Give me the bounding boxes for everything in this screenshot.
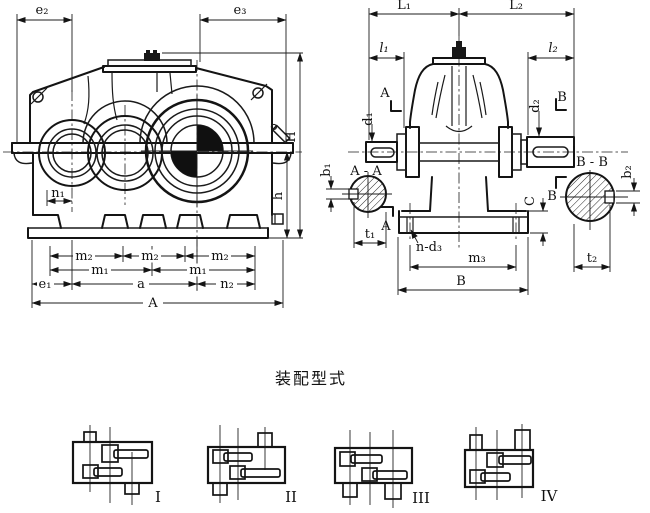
dim-n1: n₁ (51, 186, 65, 201)
assembly-caption: 装配型式 (275, 369, 347, 388)
dim-d1: d₁ (361, 112, 376, 126)
eye-bolt-right (250, 83, 268, 101)
variant-iii: III (333, 430, 430, 508)
side-housing (396, 41, 529, 241)
dim-b2: b₂ (620, 165, 635, 179)
bore-large (141, 95, 253, 207)
dim-m2-3: m₂ (211, 249, 229, 264)
dim-t2: t₂ (587, 251, 597, 266)
variant-label-1: I (155, 488, 161, 506)
dim-e1: e₁ (39, 277, 52, 292)
variant-ii: II (206, 425, 297, 506)
dim-l2: l₂ (548, 41, 557, 56)
dim-n2: n₂ (220, 277, 234, 292)
section-mark-B-bottom: B (547, 189, 557, 204)
dim-C: C (523, 196, 538, 206)
dim-a: a (137, 277, 145, 292)
dim-m2-1: m₂ (75, 249, 93, 264)
front-view: e₂ e₃ H h n₁ (3, 3, 304, 311)
dim-m1-1: m₁ (91, 263, 109, 278)
output-shaft (526, 136, 575, 168)
dim-nd3: n-d₃ (416, 240, 442, 255)
dim-e2: e₂ (36, 3, 49, 18)
dim-h: h (271, 191, 286, 200)
section-circle-BB: B - B B b₂ t₂ (547, 155, 640, 272)
dim-m1-2: m₁ (189, 263, 207, 278)
oil-gauge (270, 123, 291, 144)
dim-d2: d₂ (528, 99, 543, 113)
side-breather-plug (452, 41, 466, 57)
dim-A: A (147, 296, 158, 311)
variant-i: I (71, 425, 161, 506)
dim-L2: L₂ (509, 0, 523, 13)
side-dimensions: L₁ L₂ l₁ l₂ A A d₁ B d₂ (361, 0, 575, 295)
dim-l1: l₁ (379, 41, 388, 56)
section-mark-A-top: A (379, 86, 390, 101)
section-label-BB: B - B (576, 155, 608, 170)
dim-H: H (284, 131, 299, 142)
variant-label-4: IV (541, 487, 559, 505)
dim-t1: t₁ (365, 227, 375, 242)
front-dimensions: e₂ e₃ H h n₁ (16, 3, 304, 311)
drain-plug (271, 213, 284, 225)
input-shaft (365, 141, 398, 163)
dim-m3: m₃ (468, 251, 486, 266)
dim-m2-2: m₂ (141, 249, 159, 264)
side-view: L₁ L₂ l₁ l₂ A A d₁ B d₂ (319, 0, 640, 295)
dim-B: B (456, 274, 466, 289)
section-label-AA: A - A (349, 164, 382, 179)
variant-label-3: III (412, 489, 430, 507)
front-housing-upper (29, 50, 273, 144)
front-bores (38, 95, 253, 207)
variant-label-2: II (285, 488, 297, 506)
dim-L1: L₁ (397, 0, 411, 13)
assembly-section: 装配型式 I II (71, 369, 559, 508)
section-circle-AA: A - A b₁ t₁ (319, 163, 392, 248)
dim-b1: b₁ (319, 163, 334, 177)
variant-iv: IV (463, 424, 559, 505)
section-mark-B-top: B (557, 90, 567, 105)
bore-small (38, 119, 106, 187)
front-housing-lower (27, 123, 291, 239)
dim-e3: e₃ (234, 3, 247, 18)
eye-bolt-left (30, 87, 48, 105)
breather-plug (144, 50, 160, 61)
